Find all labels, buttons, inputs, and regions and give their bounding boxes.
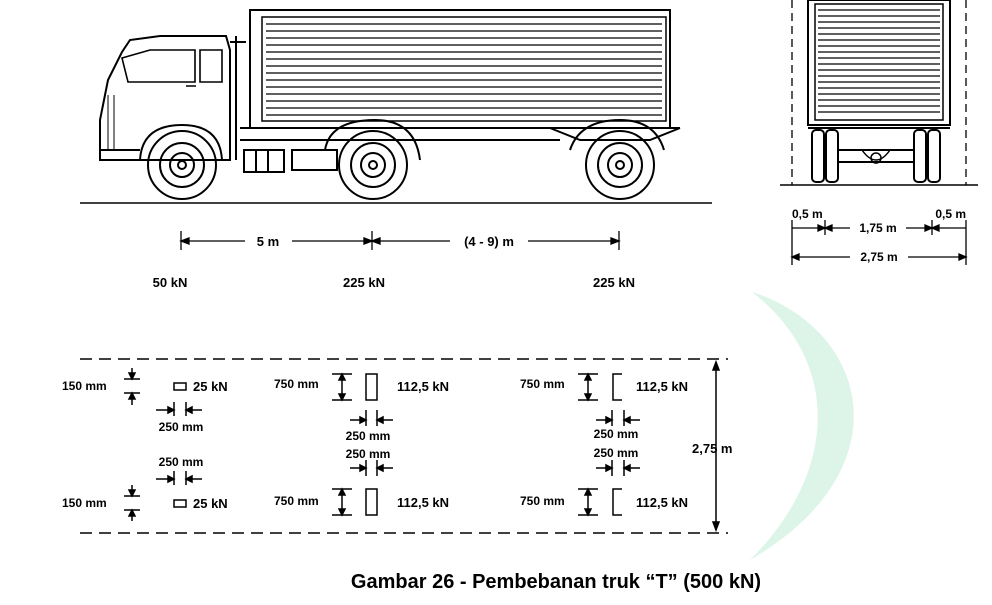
rear-width-top: 250 mm: [594, 427, 639, 441]
front-contact-length-top: 150 mm: [62, 379, 107, 393]
truck-rear-view: [780, 0, 978, 186]
container-slats: [266, 23, 662, 116]
dim-first-spacing: 5 m: [257, 234, 279, 249]
rear-load-top: 112,5 kN: [636, 379, 688, 394]
front-width-bottom: 250 mm: [159, 455, 204, 469]
lane-width-label: 2,75 m: [692, 441, 732, 456]
front-load-bottom: 25 kN: [193, 496, 228, 511]
middle-wheel: [338, 130, 408, 200]
mid-width-top: 250 mm: [346, 429, 391, 443]
axle-spacing-dimension: [179, 231, 621, 250]
front-contact-length-bottom: 150 mm: [62, 496, 107, 510]
mid-load-bottom: 112,5 kN: [397, 495, 449, 510]
figure-caption: Gambar 26 - Pembebanan truk “T” (500 kN): [351, 571, 761, 593]
front-wheel: [147, 130, 217, 200]
rear-dim-total-width: 2,75 m: [860, 250, 897, 264]
rear-contact-length-top: 750 mm: [520, 377, 565, 391]
rear-dim-right-edge: 0,5 m: [935, 207, 966, 221]
mid-width-bottom: 250 mm: [346, 447, 391, 461]
rear-view-dimensions: [790, 220, 968, 265]
rear-wheel: [585, 130, 655, 200]
front-load-top: 25 kN: [193, 379, 228, 394]
rear-width-bottom: 250 mm: [594, 446, 639, 460]
mid-contact-length-bottom: 750 mm: [274, 494, 319, 508]
front-width-top: 250 mm: [159, 420, 204, 434]
truck-side-view: [80, 9, 712, 204]
dim-second-spacing: (4 - 9) m: [464, 234, 514, 249]
watermark-crescent: [750, 292, 854, 560]
mid-load-top: 112,5 kN: [397, 379, 449, 394]
rear-dim-wheel-spacing: 1,75 m: [859, 221, 896, 235]
rear-dim-left-edge: 0,5 m: [792, 207, 823, 221]
rear-contact-length-bottom: 750 mm: [520, 494, 565, 508]
rear-load-bottom: 112,5 kN: [636, 495, 688, 510]
mid-contact-length-top: 750 mm: [274, 377, 319, 391]
axle-load-rear: 225 kN: [593, 275, 635, 290]
axle-load-front: 50 kN: [153, 275, 188, 290]
plan-view: [80, 358, 728, 534]
axle-load-middle: 225 kN: [343, 275, 385, 290]
